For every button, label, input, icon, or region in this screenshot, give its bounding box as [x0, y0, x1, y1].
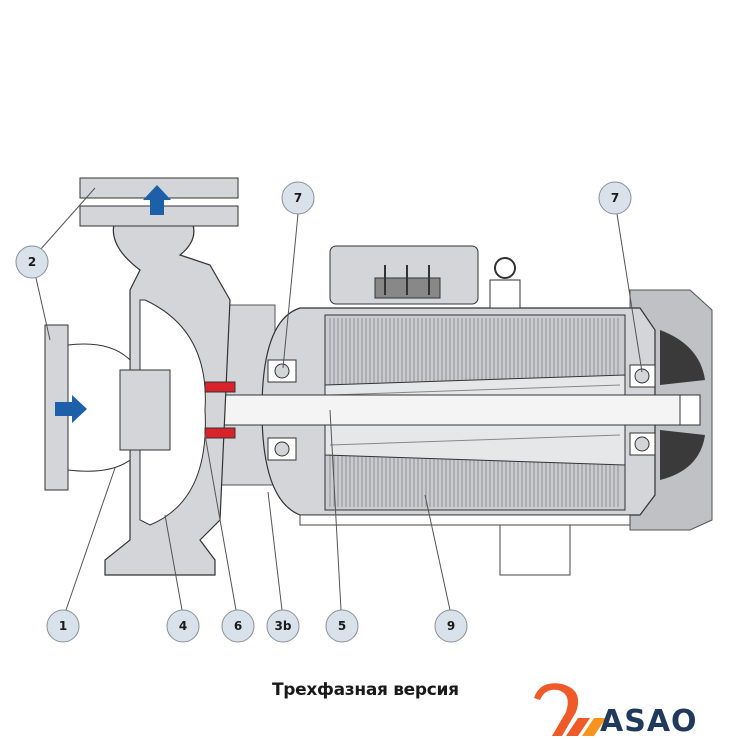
- diagram-caption: Трехфазная версия: [272, 680, 459, 700]
- asao-logo-text: ASAO: [600, 704, 698, 739]
- callout-7-front-bearing: 7: [281, 181, 315, 215]
- asao-logo-mark: [534, 683, 606, 736]
- flow-arrow-outlet: [143, 185, 171, 215]
- callout-6: 6: [221, 609, 255, 643]
- terminal-box: [329, 245, 521, 309]
- mechanical-seal: [204, 381, 236, 439]
- svg-text:7: 7: [611, 191, 619, 205]
- callout-4: 4: [166, 609, 200, 643]
- callout-1: 1: [46, 609, 80, 643]
- callout-2: 2: [15, 245, 49, 279]
- pump-casing: [44, 177, 239, 576]
- svg-text:2: 2: [28, 255, 36, 269]
- callout-5: 5: [325, 609, 359, 643]
- callout-9: 9: [434, 609, 468, 643]
- svg-text:3b: 3b: [275, 619, 292, 633]
- callout-3b: 3b: [266, 609, 300, 643]
- flow-arrow-inlet: [55, 395, 87, 423]
- svg-text:4: 4: [179, 619, 187, 633]
- svg-text:1: 1: [59, 619, 67, 633]
- leader-lines: [35, 187, 643, 611]
- svg-text:7: 7: [294, 191, 302, 205]
- callout-7-rear-bearing: 7: [598, 181, 632, 215]
- bearings: [267, 359, 656, 461]
- svg-text:5: 5: [338, 619, 346, 633]
- svg-text:9: 9: [447, 619, 455, 633]
- svg-text:6: 6: [234, 619, 242, 633]
